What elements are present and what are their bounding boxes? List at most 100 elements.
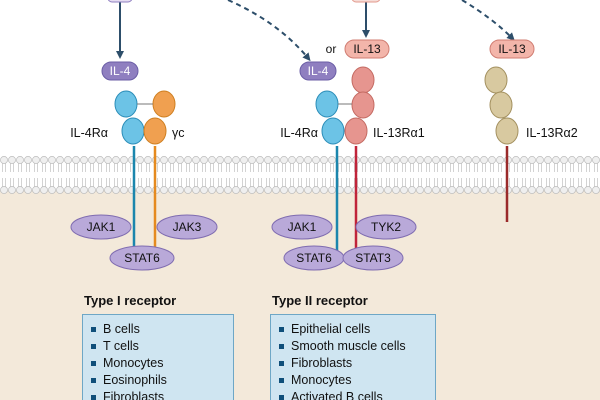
- lipid-head: [88, 156, 96, 164]
- lipid-head: [48, 186, 56, 194]
- jak3-label: JAK3: [173, 220, 202, 234]
- lipid-head: [344, 156, 352, 164]
- il4ra-left-label: IL-4Rα: [70, 126, 108, 140]
- lipid-head: [224, 186, 232, 194]
- gamma-c-label: γc: [172, 126, 185, 140]
- lipid-head: [160, 186, 168, 194]
- lipid-head: [136, 186, 144, 194]
- stat6-left-pill: [109, 245, 175, 271]
- il4ra-left-domain-1: [114, 90, 138, 118]
- lipid-head: [512, 186, 520, 194]
- lipid-head: [272, 186, 280, 194]
- tyk2-pill: [355, 214, 417, 240]
- lipid-head: [192, 186, 200, 194]
- lipid-head: [264, 156, 272, 164]
- pathway-arrows: [107, 0, 515, 62]
- type2-receptor-complex: or IL-4 IL-13 IL-4Rα IL-13Rα1 JAK1: [271, 39, 425, 271]
- lipid-head: [464, 186, 472, 194]
- lipid-head: [576, 186, 584, 194]
- lipid-head: [416, 186, 424, 194]
- lipid-head: [64, 156, 72, 164]
- lipid-head: [520, 156, 528, 164]
- il13-ligand-right: [489, 39, 535, 59]
- lipid-head: [552, 156, 560, 164]
- lipid-head: [320, 186, 328, 194]
- type1-receptor-title: Type I receptor: [84, 293, 177, 308]
- lipid-head: [392, 156, 400, 164]
- lipid-head: [104, 156, 112, 164]
- lipid-head: [440, 186, 448, 194]
- lipid-head: [80, 186, 88, 194]
- lipid-head: [248, 156, 256, 164]
- lipid-head: [376, 156, 384, 164]
- lipid-head: [368, 156, 376, 164]
- il13-ligand-right-label: IL-13: [498, 42, 526, 56]
- lipid-head: [592, 186, 600, 194]
- lipid-head: [96, 186, 104, 194]
- lipid-head: [112, 186, 120, 194]
- arrow-dashed-to-il4-mid: [227, 0, 311, 62]
- lipid-head: [120, 156, 128, 164]
- lipid-head: [32, 186, 40, 194]
- lipid-head: [176, 156, 184, 164]
- lipid-head: [496, 156, 504, 164]
- lipid-head: [456, 186, 464, 194]
- lipid-head: [208, 156, 216, 164]
- lipid-head: [144, 156, 152, 164]
- type2-cell-list: Epithelial cells Smooth muscle cells Fib…: [279, 321, 427, 400]
- lipid-head: [256, 186, 264, 194]
- lipid-head: [120, 186, 128, 194]
- il4ra-mid-domain-1: [315, 90, 339, 118]
- type1-cell-list: B cells T cells Monocytes Eosinophils Fi…: [91, 321, 225, 400]
- il13ra1-domain-2: [351, 91, 375, 119]
- lipid-head: [232, 186, 240, 194]
- lipid-head: [544, 186, 552, 194]
- lipid-head: [560, 156, 568, 164]
- lipid-head: [424, 186, 432, 194]
- lipid-head: [528, 186, 536, 194]
- lipid-head: [320, 156, 328, 164]
- lipid-head: [200, 186, 208, 194]
- lipid-head: [576, 156, 584, 164]
- lipid-head: [432, 186, 440, 194]
- or-label: or: [326, 42, 337, 56]
- lipid-head: [0, 156, 8, 164]
- lipid-head: [32, 156, 40, 164]
- il4ra-mid-label: IL-4Rα: [280, 126, 318, 140]
- lipid-head: [144, 186, 152, 194]
- list-item: T cells: [91, 338, 225, 355]
- list-item: Monocytes: [279, 372, 427, 389]
- il13ra2-label: IL-13Rα2: [526, 126, 578, 140]
- lipid-head: [216, 156, 224, 164]
- list-item: Epithelial cells: [279, 321, 427, 338]
- lipid-head: [520, 186, 528, 194]
- type1-receptor-complex: IL-4 IL-4Rα γc JAK1 JAK3 STAT6: [70, 61, 218, 271]
- lipid-head: [184, 156, 192, 164]
- lipid-head: [56, 156, 64, 164]
- il4ra-left-domain-2: [121, 117, 145, 145]
- lipid-head: [232, 156, 240, 164]
- lipid-head: [248, 186, 256, 194]
- lipid-head: [208, 186, 216, 194]
- il13ra2-domain-2: [489, 91, 513, 119]
- arrow-source-box-left: [107, 0, 133, 3]
- il4-ligand-left: [101, 61, 139, 81]
- lipid-head: [536, 186, 544, 194]
- lipid-head: [24, 186, 32, 194]
- stat3-label: STAT3: [355, 251, 391, 265]
- lipid-head: [568, 186, 576, 194]
- lipid-head: [408, 156, 416, 164]
- lipid-head: [56, 186, 64, 194]
- il13ra1-label: IL-13Rα1: [373, 126, 425, 140]
- jak1-mid-pill: [271, 214, 333, 240]
- list-item: Fibroblasts: [91, 389, 225, 400]
- lipid-head: [8, 156, 16, 164]
- lipid-head: [288, 186, 296, 194]
- lipid-head: [360, 186, 368, 194]
- il13ra1-domain-1: [351, 66, 375, 94]
- lipid-head: [456, 156, 464, 164]
- lipid-head: [48, 156, 56, 164]
- stat3-pill: [342, 245, 404, 271]
- lipid-head: [528, 156, 536, 164]
